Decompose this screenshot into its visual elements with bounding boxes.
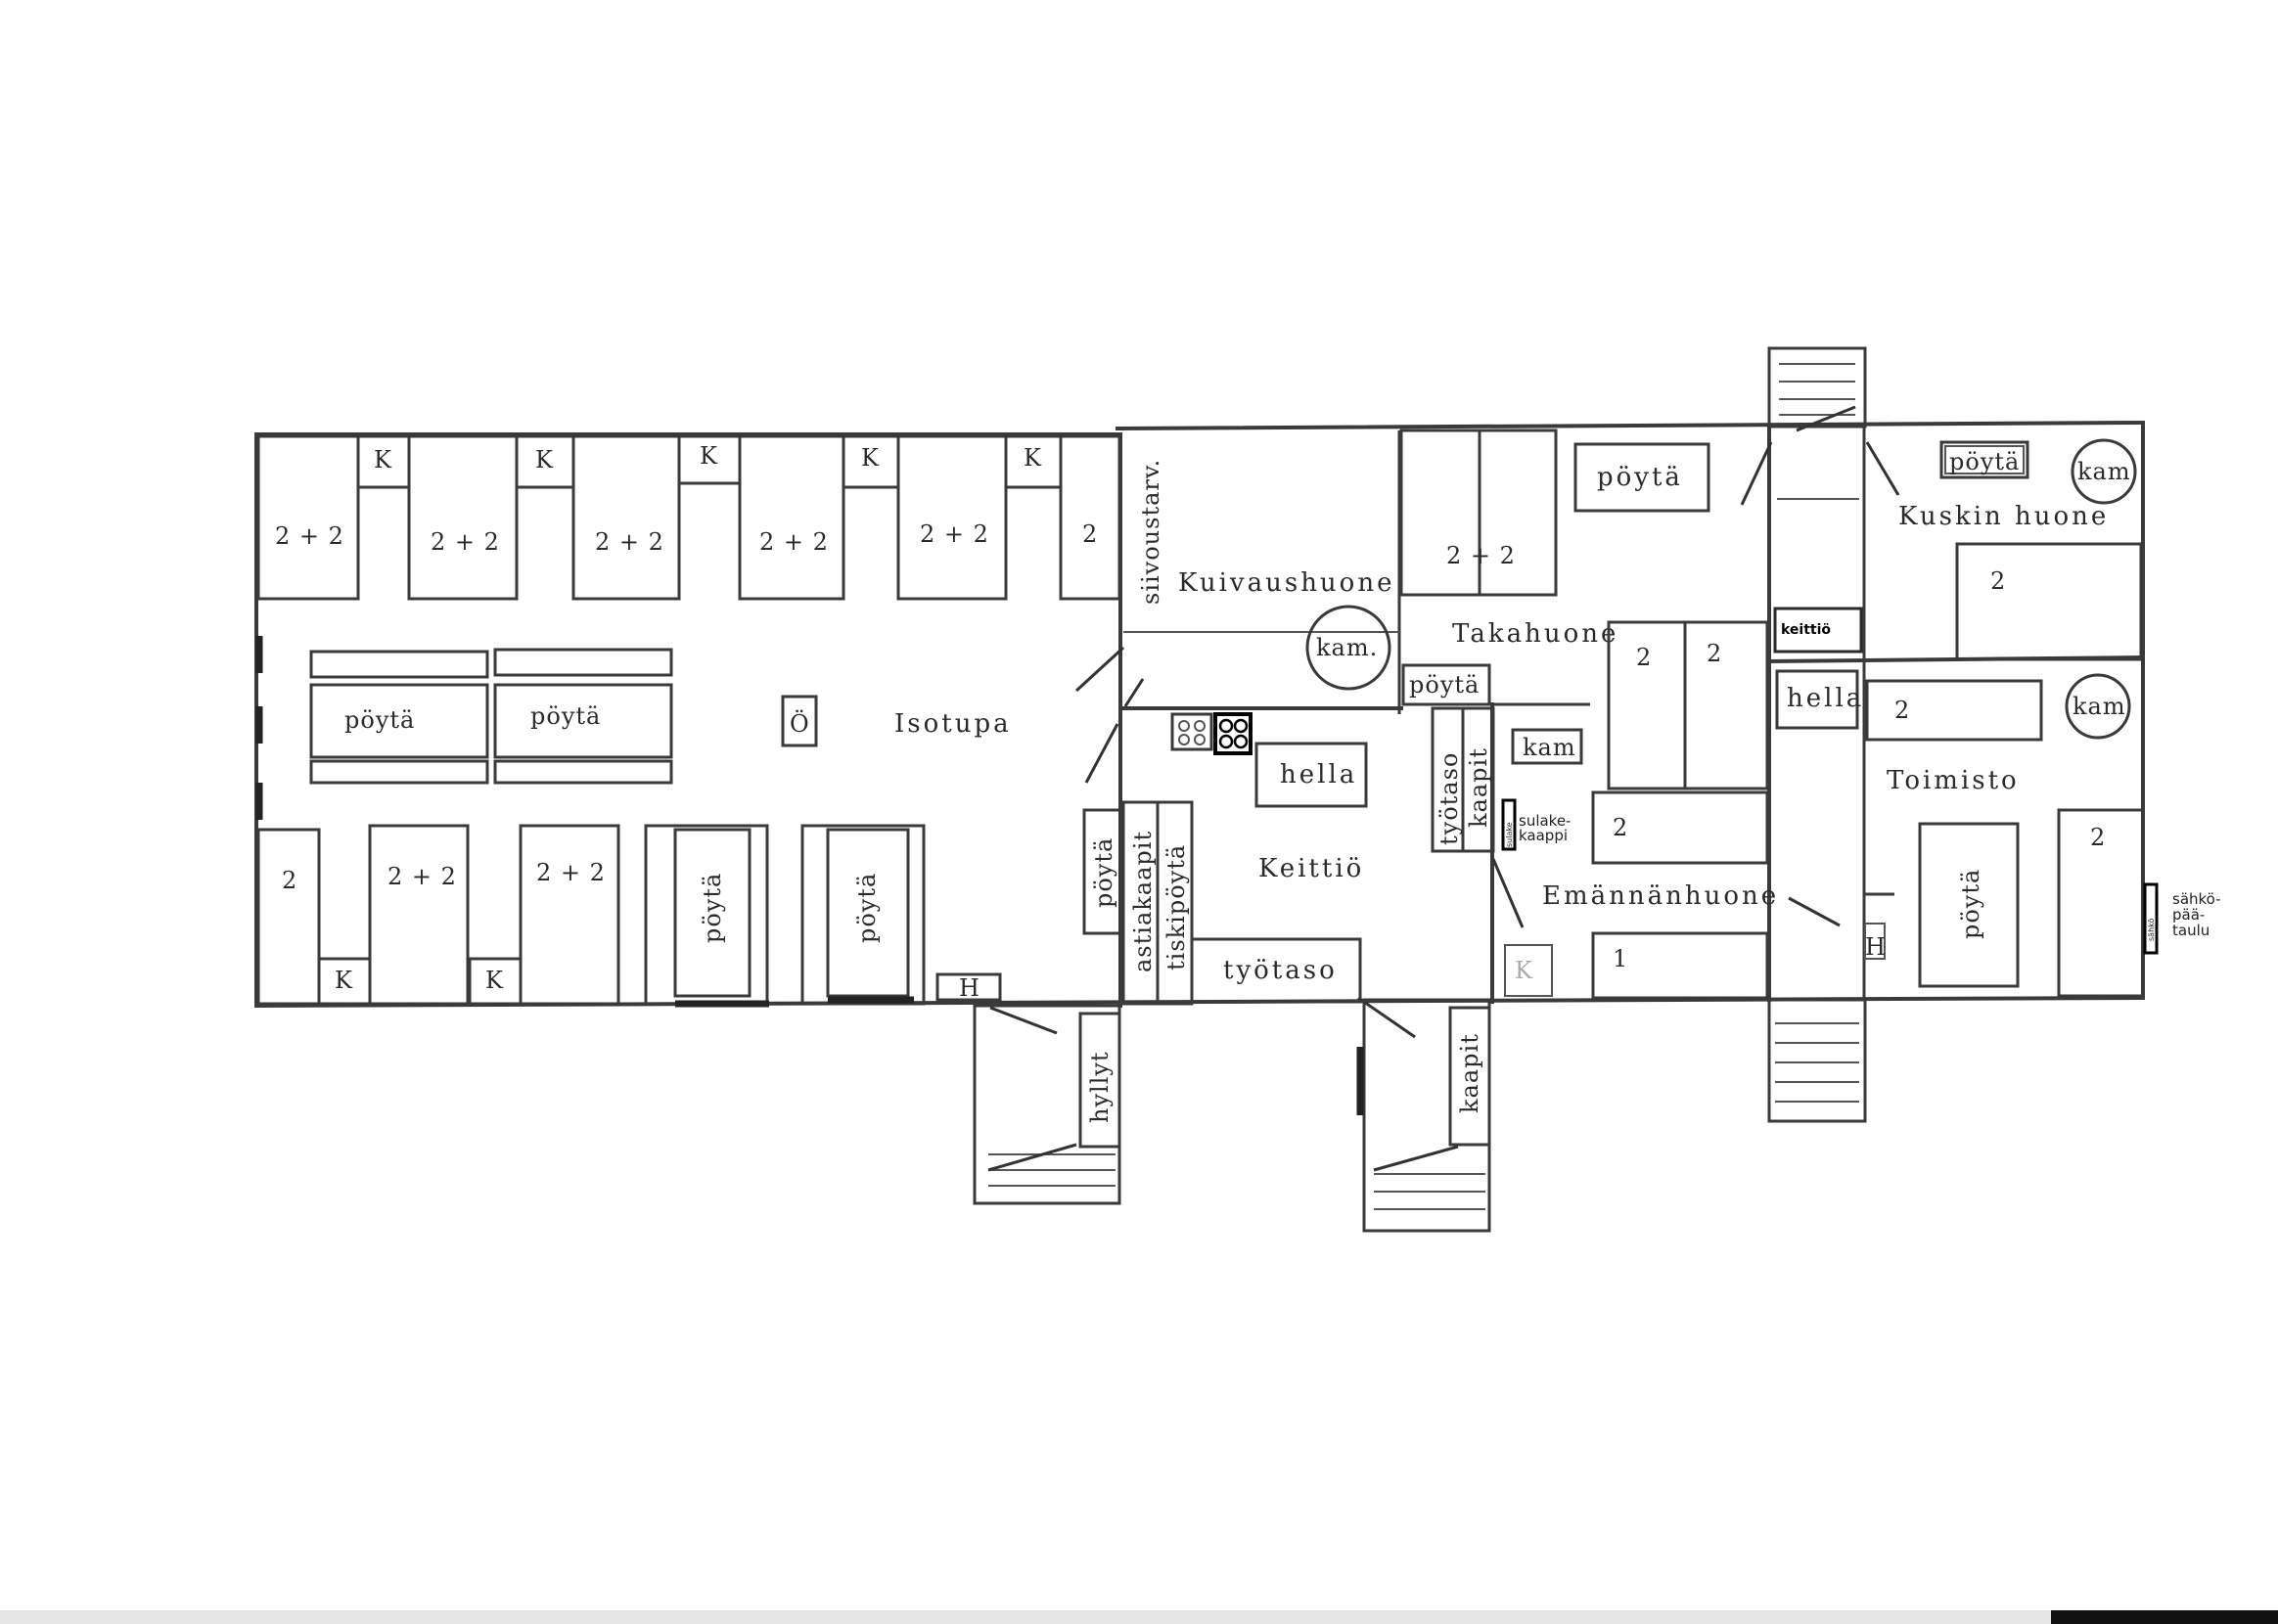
room-keittio: hella Keittiö pöytä astiakaapit tiskipöy…	[1082, 663, 1525, 1039]
table-label: pöytä	[853, 873, 881, 943]
fuse-box-label-line2: kaappi	[1519, 827, 1568, 844]
bed-label: 2	[1636, 644, 1652, 671]
room-takahuone: 2 + 2 pöytä Takahuone kam 2 2	[1399, 429, 1769, 790]
table-label: pöytä	[1949, 448, 2020, 475]
room-label-keittio: Keittiö	[1258, 854, 1364, 883]
bunk-label: 2 + 2	[595, 528, 664, 556]
locker-label: K	[335, 967, 353, 994]
main-electrical-panel: sähkö sähkö- pää- taulu	[2143, 882, 2225, 955]
stove-label: hella	[1787, 684, 1864, 713]
table-label: pöytä	[530, 702, 601, 730]
bunk-label: 2 + 2	[387, 863, 457, 890]
bunk-label: 2 + 2	[759, 528, 829, 556]
room-isotupa: 2 + 2 2 + 2 2 + 2 2 + 2 2 + 2 2 K K K K …	[256, 434, 1125, 1008]
table-label: pöytä	[1957, 869, 1984, 939]
locker-label: K	[535, 446, 554, 474]
room-label-kuivaushuone: Kuivaushuone	[1178, 568, 1394, 598]
table-label: pöytä	[1409, 671, 1480, 699]
room-label-toimisto: Toimisto	[1887, 766, 2020, 795]
main-panel-label-line3: taulu	[2172, 922, 2210, 939]
work-surface-label: työtaso	[1435, 752, 1463, 845]
fuse-box-label-line1: sulake-	[1519, 812, 1571, 830]
bed-label: 2	[1894, 697, 1910, 724]
fireplace-label: kam.	[1316, 634, 1378, 661]
bunk-label: 2 + 2	[920, 520, 989, 548]
locker-label: K	[861, 444, 880, 472]
room-label-siivoustarv: siivoustarv.	[1137, 459, 1164, 605]
room-emannanhuone: 2 Emännänhuone 1 K	[1504, 790, 1779, 1000]
bed-label: 2	[2090, 824, 2106, 851]
grid-icon	[1178, 720, 1206, 745]
locker-label: K	[374, 446, 392, 474]
table-label: pöytä	[699, 873, 726, 943]
locker-label: K	[1515, 957, 1533, 984]
cabinets-label: kaapit	[1456, 1033, 1483, 1113]
locker-label: K	[700, 442, 718, 470]
fuse-box-label: sulake- kaappi	[1519, 812, 1575, 844]
burner-icon	[1218, 718, 1249, 749]
oven-label: Ö	[790, 709, 810, 738]
stove-label: hella	[1280, 760, 1357, 789]
porch-left: hyllyt	[973, 1004, 1121, 1205]
table-label: pöytä	[1090, 837, 1117, 908]
room-label-isotupa: Isotupa	[894, 709, 1012, 739]
table-label: pöytä	[344, 706, 415, 734]
room-label-takahuone: Takahuone	[1452, 619, 1618, 649]
main-panel-label-line1: sähkö-	[2172, 890, 2221, 908]
table-label: pöytä	[1597, 463, 1683, 492]
bed-label: 2	[282, 867, 297, 894]
porch-middle: kaapit	[1356, 998, 1491, 1233]
fuse-box: sulake sulake- kaappi	[1501, 798, 1575, 851]
bunk-label: 2 + 2	[1446, 542, 1516, 569]
bed-label: 2	[1990, 567, 2006, 595]
hanger-label: H	[1865, 933, 1887, 961]
cabinets-label: kaapit	[1465, 747, 1492, 828]
shelves-label: hyllyt	[1086, 1051, 1114, 1123]
fireplace-label: kam	[2073, 693, 2126, 720]
porch-right	[1767, 998, 1867, 1123]
room-label-keittio-small: keittiö	[1781, 622, 1831, 638]
dish-cabinets-label: astiakaapit	[1129, 831, 1157, 972]
scan-corner-mark	[2051, 1610, 2278, 1624]
main-panel-label-line2: pää-	[2172, 906, 2205, 924]
hanger-label: H	[959, 974, 980, 1002]
scan-bottom-strip	[0, 1610, 2278, 1624]
locker-label: K	[485, 967, 504, 994]
main-panel-tag: sähkö	[2147, 919, 2156, 941]
fuse-box-tag: sulake	[1505, 822, 1514, 847]
bunk-label: 2 + 2	[536, 859, 606, 886]
bed-label: 2	[1082, 520, 1098, 548]
bunk-label: 2 + 2	[275, 522, 344, 550]
fireplace-label: kam	[1523, 734, 1576, 761]
work-surface-label: työtaso	[1223, 956, 1338, 985]
room-label-kuskin-huone: Kuskin huone	[1898, 502, 2109, 531]
bed-label: 2	[1707, 640, 1722, 667]
room-kuskin-huone: pöytä kam Kuskin huone 2	[1898, 438, 2143, 661]
main-panel-label: sähkö- pää- taulu	[2172, 890, 2225, 939]
room-label-emannanhuone: Emännänhuone	[1542, 881, 1779, 911]
bunk-label: 2 + 2	[431, 528, 500, 556]
room-toimisto: hella 2 kam Toimisto pöytä 2 H	[1775, 669, 2145, 998]
locker-label: K	[1024, 444, 1042, 472]
stairwell-top: keittiö	[1740, 346, 1900, 654]
fireplace-label: kam	[2077, 458, 2131, 485]
room-kuivaushuone: siivoustarv. Kuivaushuone kam.	[1123, 459, 1399, 707]
bed-label: 2	[1613, 814, 1628, 841]
sink-counter-label: tiskipöytä	[1162, 844, 1190, 970]
bed-label: 1	[1613, 945, 1628, 972]
